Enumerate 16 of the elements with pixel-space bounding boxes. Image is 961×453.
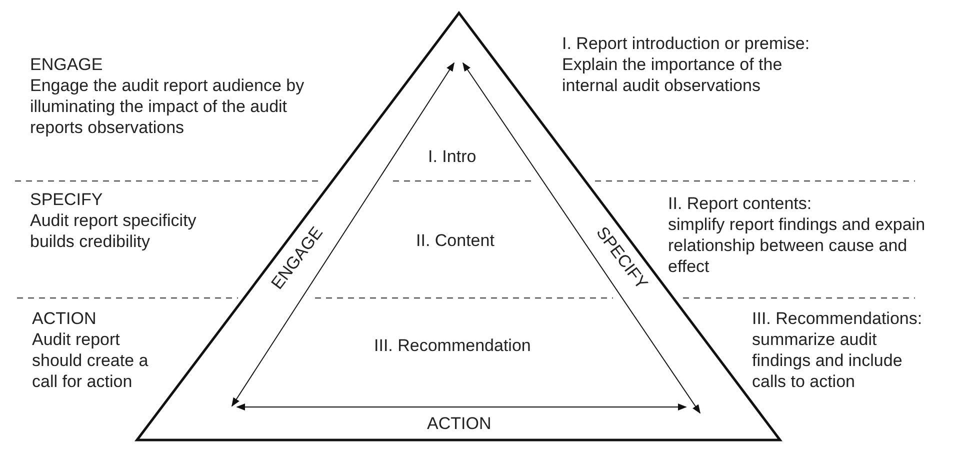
section-description: Explain the importance of the internal audit observations bbox=[562, 54, 784, 96]
section-heading: ENGAGE bbox=[30, 54, 103, 75]
section-description: Audit report should create a call for action bbox=[32, 329, 150, 392]
tier-label: I. Intro bbox=[428, 146, 476, 167]
section-heading: ACTION bbox=[32, 308, 96, 329]
arrow-label: ACTION bbox=[427, 413, 492, 434]
section-description: Audit report specificity builds credibility bbox=[30, 210, 198, 252]
tier-label: III. Recommendation bbox=[374, 335, 531, 356]
section-description: simplify report findings and expain relationship between cause and effect bbox=[668, 214, 926, 277]
section-heading: III. Recommendations: bbox=[752, 308, 922, 329]
section-description: summarize audit findings and include calls to action bbox=[752, 329, 904, 392]
section-heading: I. Report introduction or premise: bbox=[562, 33, 810, 54]
section-description: Engage the audit report audience by illuminating the impact of the audit reports observations bbox=[30, 75, 306, 138]
section-heading: II. Report contents: bbox=[668, 193, 812, 214]
tier-label: II. Content bbox=[416, 230, 494, 251]
section-heading: SPECIFY bbox=[30, 189, 103, 210]
